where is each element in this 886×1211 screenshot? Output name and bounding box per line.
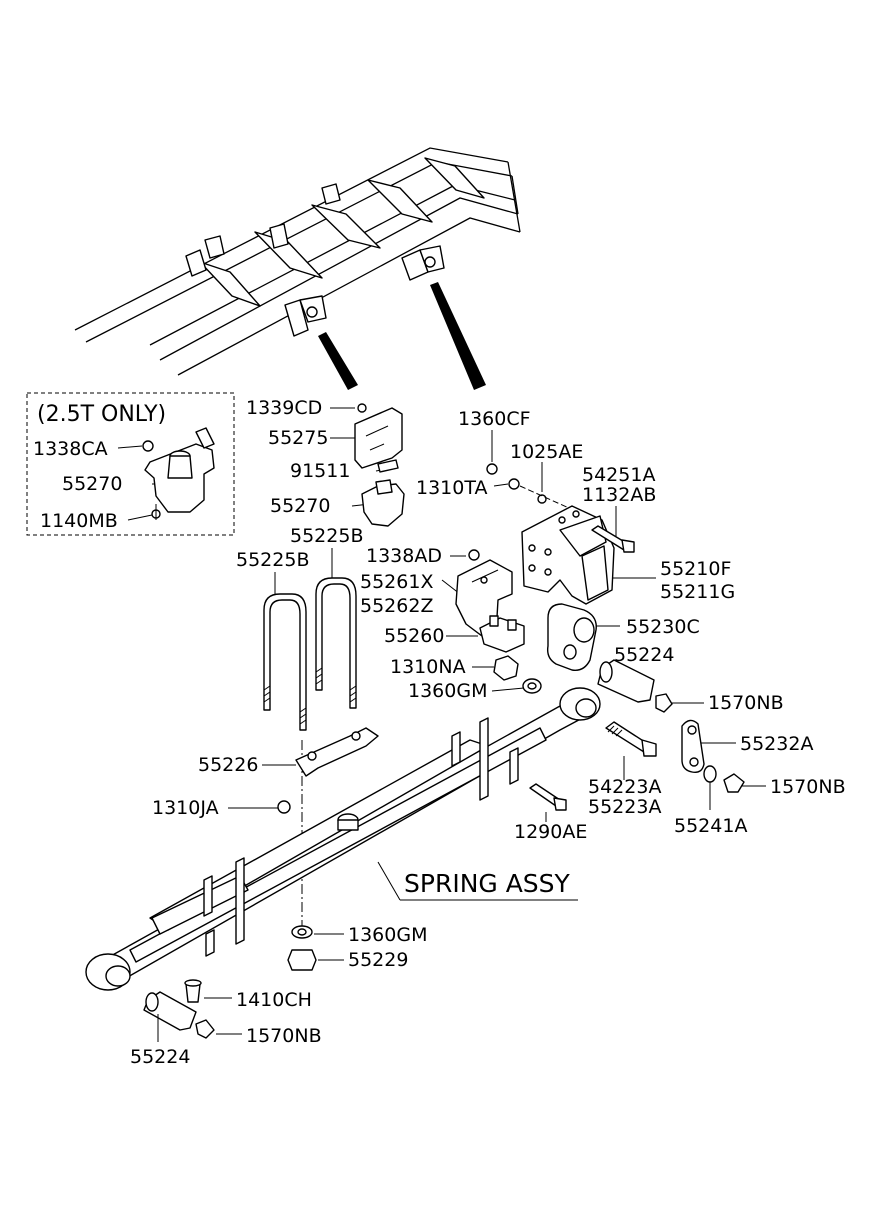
washer-55241A — [703, 765, 717, 783]
nut-1339CD — [357, 403, 367, 413]
bump-stop-group: 1339CD 55275 91511 55270 — [246, 397, 405, 527]
label-55261X: 55261X — [360, 571, 433, 593]
vehicle-frame — [74, 147, 521, 390]
u-bolts: 55225B 55225B — [236, 525, 363, 930]
label-spring-assy: SPRING ASSY — [404, 869, 571, 898]
label-55225B-left: 55225B — [236, 549, 309, 571]
plate-55232A — [681, 719, 705, 774]
label-1570NB-upper: 1570NB — [708, 692, 784, 714]
washer-1025AE — [537, 494, 547, 504]
plate-group: 55226 1310JA — [152, 727, 379, 819]
label-1360GM-upper: 1360GM — [408, 680, 487, 702]
label-1360CF: 1360CF — [458, 408, 531, 430]
label-1570NB-lower: 1570NB — [246, 1025, 322, 1047]
nut-1310TA — [508, 478, 520, 490]
label-1339CD: 1339CD — [246, 397, 322, 419]
label-55241A: 55241A — [674, 815, 747, 837]
nipple-1570NB-mid — [723, 773, 745, 793]
label-1310JA: 1310JA — [152, 797, 219, 819]
label-55230C: 55230C — [626, 616, 700, 638]
label-1290AE: 1290AE — [514, 821, 587, 843]
nut-55229 — [287, 949, 317, 971]
nut-1360CF — [486, 463, 498, 475]
bracket-55275 — [354, 407, 403, 469]
shackle-group: 55230C 55224 1570NB 55232A 1570NB 55241A… — [514, 603, 846, 843]
label-55226: 55226 — [198, 754, 258, 776]
label-91511: 91511 — [290, 460, 350, 482]
lower-front-parts: 1360GM 55229 1410CH 1570NB 55224 — [130, 924, 427, 1068]
nut-1338CA — [142, 440, 154, 452]
nut-1310NA — [493, 655, 519, 681]
label-1410CH: 1410CH — [236, 989, 312, 1011]
label-1310NA: 1310NA — [390, 656, 466, 678]
label-55270-option: 55270 — [62, 473, 122, 495]
label-55224-left: 55224 — [130, 1046, 190, 1068]
u-bolt-left — [263, 593, 307, 731]
label-1140MB: 1140MB — [40, 510, 118, 532]
leaf-spring: SPRING ASSY — [85, 687, 601, 991]
label-55229: 55229 — [348, 949, 408, 971]
label-55210F: 55210F — [660, 558, 731, 580]
label-1025AE: 1025AE — [510, 441, 583, 463]
label-55232A: 55232A — [740, 733, 813, 755]
rear-hanger-group: 1360CF 1025AE 1310TA 54251A 1132AB 55210… — [416, 408, 735, 605]
plate-55226 — [295, 727, 379, 777]
u-bolt-right — [315, 577, 357, 709]
label-55270: 55270 — [270, 495, 330, 517]
pin-54223A — [605, 721, 649, 753]
label-1570NB-mid: 1570NB — [770, 776, 846, 798]
nut-1338AD — [468, 549, 480, 561]
label-55211G: 55211G — [660, 581, 735, 603]
label-55225B-right: 55225B — [290, 525, 363, 547]
label-55224-right: 55224 — [614, 644, 674, 666]
label-55260: 55260 — [384, 625, 444, 647]
label-55223A: 55223A — [588, 796, 661, 818]
label-54251A: 54251A — [582, 464, 655, 486]
seat-group: 1338AD 55261X 55262Z 55260 1310NA 1360GM — [360, 545, 542, 702]
label-1338AD: 1338AD — [366, 545, 442, 567]
label-1338CA: 1338CA — [33, 438, 108, 460]
nut-1310JA — [277, 800, 291, 814]
label-1360GM-lower: 1360GM — [348, 924, 427, 946]
nipple-1570NB-upper — [655, 693, 673, 713]
label-55275: 55275 — [268, 427, 328, 449]
label-1132AB: 1132AB — [582, 484, 656, 506]
option-box-2-5t: (2.5T ONLY) 1338CA 55270 1140MB — [26, 392, 235, 536]
nipple-1570NB-lower — [195, 1019, 215, 1039]
label-1310TA: 1310TA — [416, 477, 487, 499]
label-55262Z: 55262Z — [360, 595, 433, 617]
label-54223A: 54223A — [588, 776, 661, 798]
option-box-header: (2.5T ONLY) — [37, 402, 166, 427]
